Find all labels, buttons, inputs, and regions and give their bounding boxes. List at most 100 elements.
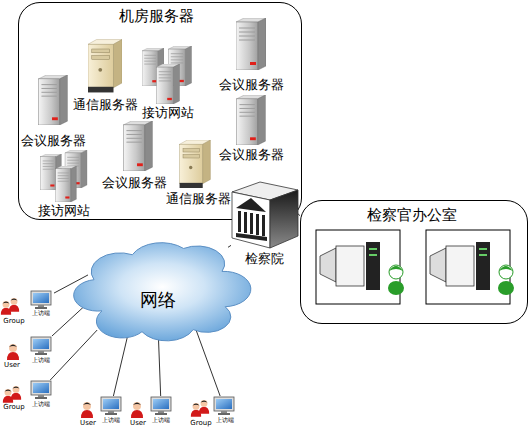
client-label: 上访端: [148, 417, 174, 424]
user-icon: [11, 386, 21, 400]
server-node: 会议服务器: [216, 16, 286, 92]
server-node: 接访网站: [140, 43, 196, 120]
workstation-icon: [446, 246, 474, 286]
network-link: [50, 330, 97, 380]
server-label: 会议服务器: [20, 134, 86, 149]
server-label: 接访网站: [36, 204, 92, 219]
server-icon: [124, 121, 153, 171]
building-icon: [270, 190, 298, 248]
workstation-icon: [316, 230, 404, 304]
workstation-icon: [316, 230, 400, 304]
workstation-icon: [499, 265, 513, 279]
workstation-icon: [499, 266, 513, 271]
client-label: 上访端: [28, 401, 54, 408]
server-icon: [39, 18, 266, 202]
client-node: User 上访端: [0, 336, 54, 372]
user-icon: [81, 402, 93, 418]
client-node: Group上访端: [0, 380, 54, 414]
building-icon: [250, 213, 253, 234]
workstation-icon: [426, 230, 510, 304]
building-icon: [238, 211, 241, 232]
server-icon: [142, 48, 164, 86]
server-icon: [237, 95, 266, 145]
user-icon: [9, 298, 19, 312]
building-node: 检察院: [231, 176, 298, 266]
user-icon: [214, 397, 234, 415]
building-icon: [244, 212, 247, 233]
user-icon: [7, 344, 19, 360]
workstation-icon: [426, 230, 514, 304]
server-icon: [65, 150, 87, 188]
workstation-icon: [479, 248, 487, 250]
user-icon: [101, 397, 121, 415]
workstation-icon: [389, 266, 403, 271]
workstation-icon: [479, 254, 487, 256]
network-link: [228, 245, 231, 247]
user-icon: [1, 291, 234, 418]
building-icon: [236, 198, 266, 212]
workstation-icon: [369, 254, 377, 256]
server-icon: [39, 75, 68, 125]
server-icon: [236, 18, 266, 70]
workstation-icon: [389, 265, 403, 279]
user-icon: [151, 397, 171, 415]
server-icon: [88, 40, 122, 93]
user-icon: [31, 381, 51, 399]
network-link: [113, 330, 129, 396]
user-icon: [131, 402, 143, 418]
client-label: 上访端: [212, 417, 238, 424]
workstation-icon: [369, 248, 377, 250]
server-icon: [41, 154, 62, 190]
client-label: 上访端: [28, 357, 54, 364]
client-label: Group: [0, 403, 28, 411]
client-label: User: [0, 361, 24, 369]
server-label: 通信服务器: [166, 192, 230, 207]
server-label: 通信服务器: [72, 98, 138, 113]
client-node: Group上访端: [186, 396, 240, 432]
client-label: Group: [186, 419, 216, 427]
workstation-icon: [476, 242, 490, 290]
building-icon: [232, 182, 298, 200]
user-icon: [3, 389, 13, 403]
building-icon: [232, 182, 298, 248]
workstation-icon: [336, 246, 364, 286]
workstation-icon: [366, 242, 380, 290]
group-heading: 机房服务器: [96, 8, 216, 25]
workstation-icon: [498, 281, 514, 295]
client-label: 上访端: [28, 310, 54, 317]
server-label: 会议服务器: [218, 148, 284, 163]
server-node: 通信服务器: [72, 37, 138, 113]
workstation-icon: [430, 248, 446, 282]
workstation-icon: [388, 281, 404, 295]
user-icon: [191, 403, 201, 417]
cloud-shape: [74, 243, 251, 341]
network-cloud: 网络: [88, 246, 228, 330]
server-label: 会议服务器: [101, 176, 167, 191]
server-icon: [156, 64, 179, 104]
server-room-box: 机房服务器通信服务器接访网站会议服务器会议服务器会议服务器接访网站会议服务器通信…: [18, 2, 302, 220]
client-label: Group: [0, 317, 28, 325]
network-link: [298, 214, 300, 216]
building-icon: [256, 214, 259, 235]
building-icon: [236, 233, 267, 241]
user-icon: [1, 301, 11, 315]
building-icon: [262, 215, 265, 236]
server-node: 会议服务器: [101, 121, 167, 192]
client-label: User: [126, 419, 150, 427]
building-label: 检察院: [231, 252, 298, 267]
user-icon: [31, 337, 51, 355]
network-link: [196, 330, 220, 396]
building-icon: [232, 192, 270, 248]
client-node: Group上访端: [0, 288, 54, 328]
client-node: User上访端: [126, 396, 174, 432]
client-label: User: [76, 419, 100, 427]
user-icon: [31, 291, 51, 309]
group-heading: 检察官办公室: [347, 207, 477, 224]
client-label: 上访端: [98, 417, 124, 424]
cloud-label: 网络: [128, 290, 188, 311]
cloud-outline: [78, 236, 238, 340]
user-icon: [199, 400, 209, 414]
client-node: User上访端: [76, 396, 124, 432]
